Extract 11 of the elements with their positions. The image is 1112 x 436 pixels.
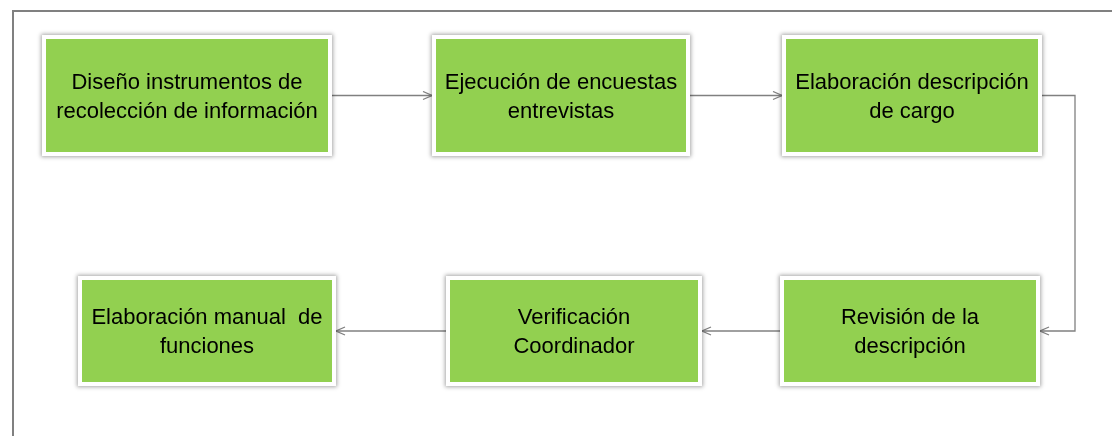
step-label: Ejecución de encuestas entrevistas: [444, 67, 678, 125]
step-label: Elaboración descripción de cargo: [794, 67, 1030, 125]
step-label: Revisión de la descripción: [839, 303, 981, 360]
step-label: Diseño instrumentos de recolección de información: [55, 67, 319, 125]
arrow: [331, 90, 433, 101]
step-label: Verificación Coordinador: [512, 303, 636, 360]
arrow: [1039, 94, 1076, 336]
arrow: [335, 326, 447, 336]
step-label: Elaboración manual de funciones: [90, 303, 324, 360]
arrow: [689, 90, 783, 101]
arrow: [701, 326, 781, 336]
